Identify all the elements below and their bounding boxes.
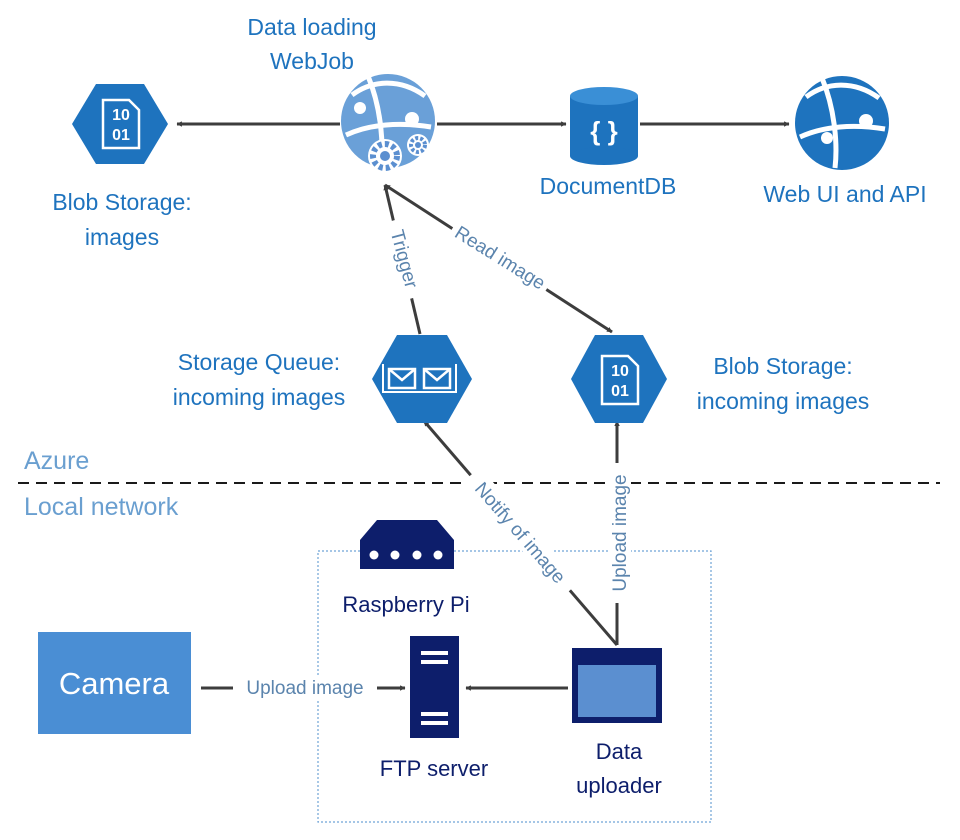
blob-storage-images-node: 10 01 Blob Storage: images bbox=[52, 84, 192, 250]
raspberry-pi-node: Raspberry Pi bbox=[342, 520, 470, 617]
data-uploader-label-line1: Data bbox=[596, 739, 643, 764]
webjob-node: Data loading WebJob bbox=[247, 14, 435, 173]
documentdb-label: DocumentDB bbox=[540, 173, 677, 199]
server-icon bbox=[410, 636, 459, 738]
blob-storage-incoming-icon bbox=[571, 335, 667, 423]
camera-node: Camera bbox=[38, 632, 191, 734]
storage-queue-label-line1: Storage Queue: bbox=[178, 349, 340, 375]
blob-incoming-glyph-top: 10 bbox=[611, 363, 629, 380]
database-icon: { } bbox=[570, 87, 638, 165]
app-window-icon bbox=[572, 648, 662, 723]
azure-zone-label: Azure bbox=[24, 447, 89, 475]
raspberry-pi-label: Raspberry Pi bbox=[342, 592, 469, 617]
webjob-gear-icon bbox=[368, 134, 429, 173]
camera-box bbox=[38, 632, 191, 734]
upload-local-text: Upload image bbox=[246, 678, 363, 699]
edge-label-upload-local: Upload image bbox=[233, 676, 377, 699]
storage-queue-label-line2: incoming images bbox=[173, 384, 346, 410]
blob-images-glyph-bottom: 01 bbox=[112, 127, 130, 144]
router-icon bbox=[360, 520, 454, 569]
documentdb-node: { } DocumentDB bbox=[540, 87, 677, 199]
blob-incoming-glyph-bottom: 01 bbox=[611, 383, 629, 400]
ftp-server-label: FTP server bbox=[380, 756, 488, 781]
blob-images-label-line1: Blob Storage: bbox=[52, 189, 191, 215]
edge-label-read-image: Read image bbox=[447, 217, 555, 297]
notify-text: Notify of image bbox=[470, 479, 569, 588]
webjob-title-line2: WebJob bbox=[270, 48, 354, 74]
documentdb-glyph: { } bbox=[590, 116, 617, 146]
read-image-text: Read image bbox=[451, 222, 549, 294]
webjob-title-line1: Data loading bbox=[247, 14, 376, 40]
storage-queue-node: Storage Queue: incoming images bbox=[173, 335, 472, 423]
blob-incoming-label-line2: incoming images bbox=[697, 388, 870, 414]
upload-azure-text: Upload image bbox=[610, 474, 631, 591]
blob-storage-incoming-node: 10 01 Blob Storage: incoming images bbox=[571, 335, 869, 423]
edge-label-notify: Notify of image bbox=[462, 467, 580, 597]
ftp-server-node: FTP server bbox=[380, 636, 488, 781]
web-ui-label: Web UI and API bbox=[763, 181, 926, 207]
blob-images-glyph-top: 10 bbox=[112, 107, 130, 124]
blob-storage-icon bbox=[72, 84, 168, 164]
blob-incoming-label-line1: Blob Storage: bbox=[713, 353, 852, 379]
edge-label-trigger: Trigger bbox=[383, 216, 427, 301]
blob-images-label-line2: images bbox=[85, 224, 159, 250]
edge-label-upload-azure: Upload image bbox=[608, 463, 631, 603]
storage-queue-icon bbox=[372, 335, 472, 423]
data-uploader-label-line2: uploader bbox=[576, 773, 662, 798]
camera-label: Camera bbox=[59, 666, 170, 701]
data-uploader-node: Data uploader bbox=[572, 648, 662, 798]
web-globe-icon bbox=[795, 76, 889, 170]
local-network-zone-label: Local network bbox=[24, 493, 179, 521]
web-ui-node: Web UI and API bbox=[763, 76, 927, 207]
